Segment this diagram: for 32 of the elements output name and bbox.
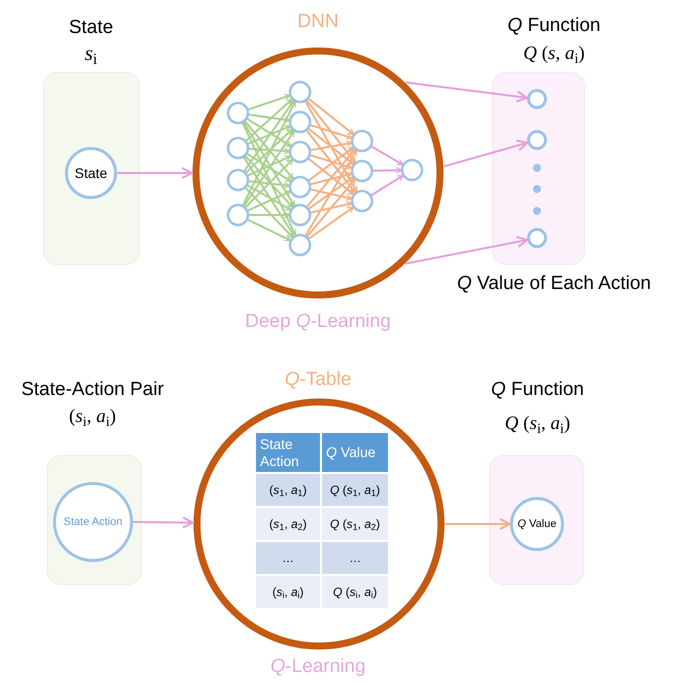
arrow [117, 167, 193, 179]
node-label: Q Value [518, 516, 556, 532]
ring-caption: Q-Learning [269, 655, 367, 679]
panel-heading: Q Function [506, 14, 602, 38]
node-label: State Action [64, 514, 122, 530]
ring-title: DNN [296, 10, 340, 34]
table-cell-text: Q (s$_{i}$, a$_{i}$) [332, 584, 378, 601]
panel-heading: Q Function [490, 378, 585, 402]
table-cell-text: Q (s$_{1}$, a$_{1}$) [330, 482, 380, 499]
math-label: (s$_{i}$, a$_{i}$) [68, 405, 117, 429]
panel-heading: State-Action Pair [20, 378, 165, 402]
table-header-text: Q Value [326, 444, 376, 461]
table-cell-text: Q (s$_{1}$, a$_{2}$) [330, 516, 380, 533]
node-label: State [74, 164, 108, 182]
math-label: s$_{i}$ [84, 40, 98, 66]
arrow [444, 140, 528, 168]
arrow [445, 518, 511, 530]
arrow [405, 81, 528, 102]
ring-caption: Deep Q-Learning [244, 310, 392, 334]
table-cell-text: (s$_{i}$, a$_{i}$) [272, 584, 304, 601]
math-label: Q (s$_{i}$, a$_{i}$) [504, 412, 572, 436]
panel-heading: State [68, 16, 114, 40]
math-label: Q (s, a$_{i}$) [522, 42, 586, 66]
arrow [132, 516, 194, 529]
table-cell-text: … [282, 550, 294, 567]
table-cell-text: (s$_{1}$, a$_{2}$) [269, 516, 307, 533]
ring-title: Q-Table [284, 368, 352, 392]
table-cell-text: … [349, 550, 361, 567]
table-header-text: State Action [260, 436, 300, 470]
arrow [405, 236, 528, 265]
table-cell-text: (s$_{1}$, a$_{1}$) [269, 482, 307, 499]
panel-caption: Q Value of Each Action [456, 272, 652, 296]
